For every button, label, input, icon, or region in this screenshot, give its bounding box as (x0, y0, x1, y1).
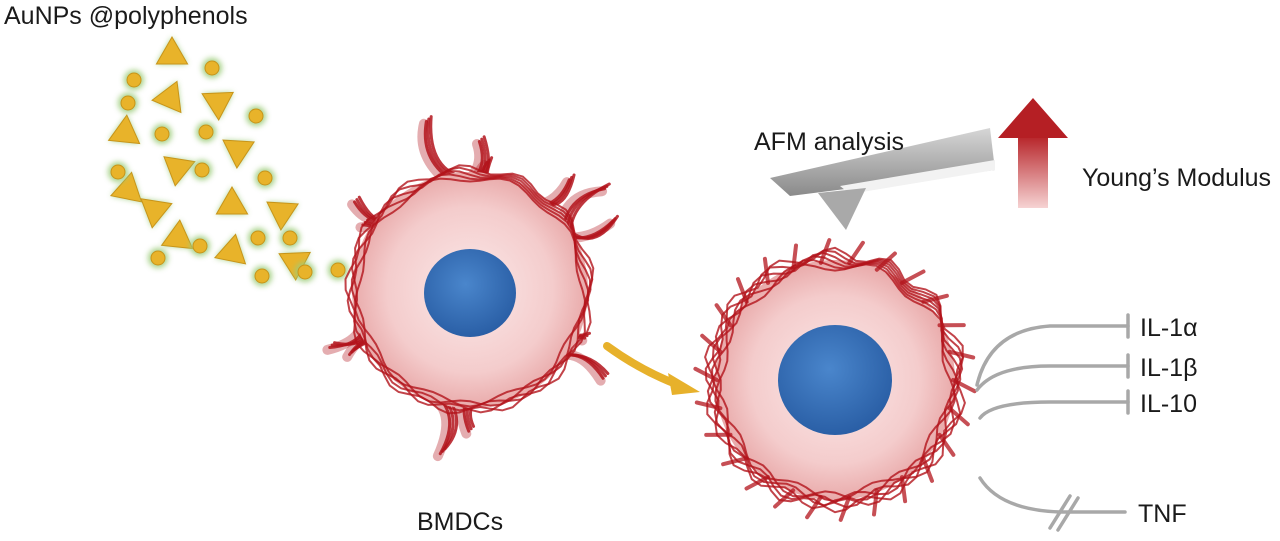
dendritic-cell-treated (693, 238, 977, 522)
particle-dot (204, 60, 220, 76)
particle-triangle (163, 156, 196, 187)
modulus-label: Young’s Modulus (1082, 164, 1271, 192)
membrane-ruffle (947, 349, 976, 360)
particle-dot (250, 230, 266, 246)
membrane-ruffle (921, 456, 934, 483)
particle-dot (110, 164, 126, 180)
pathway-tnf (978, 476, 1127, 514)
membrane-ruffle (714, 303, 733, 328)
particle-dot (254, 268, 270, 284)
afm-cantilever (770, 128, 995, 230)
cell-nucleus (778, 325, 892, 435)
cytokine-il10-label: IL-10 (1140, 390, 1197, 418)
particle-dot (282, 230, 298, 246)
break-mark-1 (1048, 494, 1072, 530)
membrane-ruffle (693, 366, 719, 382)
membrane-ruffle (921, 293, 949, 304)
particle-triangle (109, 171, 143, 203)
cell-nucleus (424, 249, 516, 337)
cytokine-il1a-label: IL-1α (1140, 314, 1198, 342)
particle-triangle (160, 219, 194, 250)
membrane-ruffle (773, 488, 796, 509)
particle-triangle (155, 36, 189, 65)
particle-triangle (222, 139, 255, 170)
cell-label: BMDCs (417, 508, 503, 536)
pathway-il1b (975, 364, 1130, 392)
membrane-strand (346, 166, 594, 414)
transition-arrowhead (668, 373, 700, 395)
membrane-strand (704, 249, 965, 510)
pathway-il1a (975, 324, 1130, 387)
cytokine-tnf-label: TNF (1138, 500, 1187, 528)
break-mark-2 (1056, 496, 1080, 532)
membrane-ruffle (736, 277, 749, 304)
membrane-strand (344, 164, 595, 415)
particle-dot (126, 72, 142, 88)
particle-dot (120, 95, 136, 111)
afm-tip (818, 188, 866, 230)
membrane-strand (711, 255, 962, 507)
membrane-ruffle (847, 240, 865, 265)
membrane-strand (714, 263, 956, 503)
membrane-ruffle (951, 378, 977, 394)
particle-triangle (266, 201, 299, 232)
membrane-ruffle (744, 475, 770, 491)
cell-membrane (344, 164, 595, 415)
particle-triangle (151, 80, 182, 114)
membrane-ruffle (900, 269, 926, 285)
particle-dot (154, 126, 170, 142)
cytokine-pathways (975, 313, 1130, 532)
particle-triangle (107, 114, 141, 145)
nanoparticle-label: AuNPs @polyphenols (4, 2, 248, 30)
dendritic-cell-large (322, 115, 619, 462)
membrane-ruffle (721, 456, 749, 467)
membrane-ruffle (791, 243, 798, 272)
membrane-ruffle (694, 400, 723, 411)
particle-dot (257, 170, 273, 186)
pathway-il10 (978, 400, 1130, 420)
nanoparticle-cluster (107, 36, 348, 286)
particle-dot (150, 250, 166, 266)
cell-membrane (693, 238, 977, 522)
membrane-strand (350, 173, 590, 407)
membrane-strand (706, 251, 964, 509)
particle-triangle (140, 198, 173, 229)
particle-dot (192, 238, 208, 254)
afm-label: AFM analysis (754, 128, 904, 156)
particle-dot (198, 124, 214, 140)
membrane-ruffle (805, 495, 823, 520)
particle-dot (248, 108, 264, 124)
particle-dot (297, 264, 313, 280)
membrane-ruffle (900, 475, 908, 504)
membrane-ruffle (872, 488, 879, 517)
membrane-ruffle (818, 238, 832, 265)
transition-arrow (603, 342, 680, 388)
membrane-ruffle (874, 251, 897, 272)
membrane-ruffle (838, 495, 852, 522)
particle-dot (194, 162, 210, 178)
membrane-ruffle (700, 333, 723, 354)
modulus-up-arrow (998, 98, 1068, 208)
particle-dot (330, 262, 346, 278)
cytokine-il1b-label: IL-1β (1140, 354, 1197, 382)
membrane-ruffle (937, 432, 956, 457)
membrane-ruffle (762, 256, 770, 285)
particle-triangle (215, 186, 249, 215)
particle-triangle (213, 233, 247, 265)
particle-triangle (201, 91, 235, 121)
membrane-ruffle (947, 406, 970, 427)
